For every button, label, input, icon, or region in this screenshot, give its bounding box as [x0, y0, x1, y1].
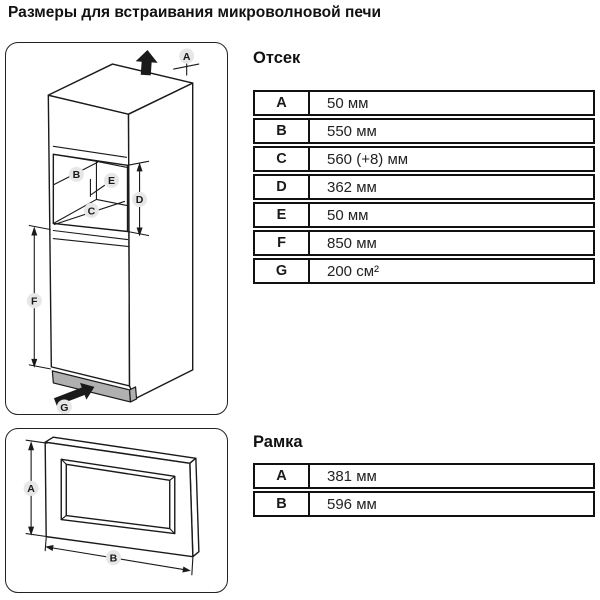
table-row: E 50 мм — [253, 202, 595, 228]
dim-arrowhead-a-up — [28, 441, 35, 451]
dim-arrowhead-b-left — [45, 545, 54, 551]
table-row: C 560 (+8) мм — [253, 146, 595, 172]
row-value: 50 мм — [327, 94, 369, 112]
row-key: B — [255, 493, 310, 515]
niche-shelf-line-1 — [52, 229, 129, 241]
niche-backwall-bottom — [95, 198, 128, 206]
cabinet-drawing: A B E C D F G — [26, 48, 200, 414]
niche-top-frame-line — [52, 145, 128, 158]
row-key: A — [255, 92, 310, 114]
svg-text:B: B — [73, 169, 81, 181]
plinth-end-cap — [128, 386, 138, 403]
dim-ext-a-top — [25, 439, 48, 444]
frame-table: A 381 мм B 596 мм — [253, 463, 595, 517]
cabinet-diagram-panel: A B E C D F G — [5, 42, 228, 415]
dim-label-g-badge: G — [56, 399, 72, 414]
niche-shelf-line-2 — [52, 237, 130, 248]
dim-arrowhead-b-right — [182, 566, 191, 573]
table-row: B 550 мм — [253, 118, 595, 144]
frame-chamfer-bl — [60, 514, 67, 521]
up-arrow-icon — [135, 50, 158, 76]
page-title: Размеры для встраивания микроволновой пе… — [8, 4, 382, 21]
dim-tick-a — [173, 63, 200, 70]
table-row: G 200 см² — [253, 258, 595, 284]
dim-label-a-badge: A — [23, 480, 39, 496]
dim-ext-b-left — [44, 537, 47, 552]
dim-label-a-badge: A — [179, 48, 195, 64]
dim-label-e-badge: E — [103, 172, 120, 188]
niche-backwall-top — [95, 160, 128, 168]
svg-text:B: B — [110, 553, 118, 565]
row-key: A — [255, 465, 310, 487]
row-key: G — [255, 260, 310, 282]
dim-ext-f-bottom — [28, 364, 51, 370]
svg-text:D: D — [136, 194, 144, 206]
frame-section: Рамка A 381 мм B 596 мм — [253, 432, 595, 519]
row-key: E — [255, 204, 310, 226]
frame-chamfer-br — [169, 528, 176, 535]
dim-arrowhead-a-down — [28, 526, 35, 536]
frame-drawing: A B — [23, 436, 200, 576]
row-value: 850 мм — [327, 234, 377, 252]
dim-arrowhead-f-down — [31, 358, 38, 368]
row-value: 381 мм — [327, 467, 377, 485]
dim-arrowhead-d-up — [136, 162, 143, 172]
row-key: D — [255, 176, 310, 198]
cabinet-front-face — [47, 94, 131, 387]
table-row: A 50 мм — [253, 90, 595, 116]
compartment-table: A 50 мм B 550 мм C 560 (+8) мм D 362 мм … — [253, 90, 595, 284]
compartment-section: Отсек A 50 мм B 550 мм C 560 (+8) мм D 3… — [253, 48, 595, 286]
dim-ext-d-top — [126, 160, 150, 166]
frame-diagram-panel: A B — [5, 428, 228, 593]
row-key: C — [255, 148, 310, 170]
dim-leader-e — [90, 184, 106, 195]
svg-text:A: A — [27, 483, 35, 495]
dim-label-d-badge: D — [132, 191, 148, 207]
frame-front-face — [44, 441, 194, 558]
dim-label-b-badge: B — [68, 166, 84, 182]
row-key: B — [255, 120, 310, 142]
frame-heading: Рамка — [253, 433, 303, 451]
table-row: D 362 мм — [253, 174, 595, 200]
row-value: 50 мм — [327, 206, 369, 224]
niche-ceiling-edge — [52, 153, 97, 162]
dim-ext-d-bottom — [126, 230, 150, 237]
row-value: 200 см² — [327, 262, 380, 280]
row-value: 362 мм — [327, 178, 377, 196]
table-row: A 381 мм — [253, 463, 595, 489]
frame-chamfer-tl — [60, 458, 67, 465]
svg-text:G: G — [60, 402, 68, 414]
row-value: 596 мм — [327, 495, 377, 513]
table-row: B 596 мм — [253, 491, 595, 517]
dim-arrowhead-d-down — [136, 227, 143, 237]
dim-ext-b-right — [191, 557, 194, 576]
dim-label-f-badge: F — [26, 293, 42, 309]
dim-ext-a-bottom — [25, 533, 48, 538]
frame-chamfer-tr — [169, 475, 176, 481]
dim-label-b-badge: B — [105, 550, 122, 566]
svg-text:E: E — [108, 175, 115, 187]
row-key: F — [255, 232, 310, 254]
dim-label-c-badge: C — [83, 202, 99, 218]
row-value: 560 (+8) мм — [327, 150, 409, 168]
cabinet-side-face — [127, 82, 194, 400]
svg-text:F: F — [31, 296, 38, 308]
table-row: F 850 мм — [253, 230, 595, 256]
dim-arrowhead-f-up — [31, 226, 38, 236]
compartment-heading: Отсек — [253, 49, 301, 67]
svg-text:C: C — [88, 205, 96, 217]
row-value: 550 мм — [327, 122, 377, 140]
dim-ext-f-top — [28, 224, 51, 231]
svg-text:A: A — [183, 51, 191, 63]
